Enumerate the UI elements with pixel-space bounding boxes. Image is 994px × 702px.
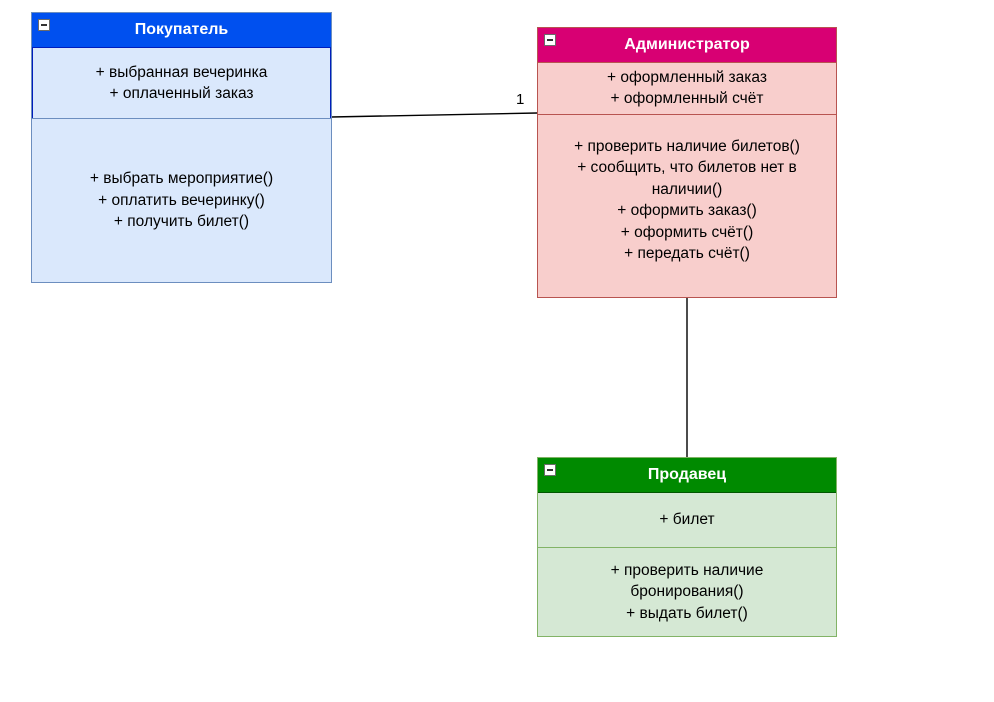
attribute: + билет xyxy=(659,511,715,529)
method: бронирования() xyxy=(630,583,744,601)
class-admin-name: Администратор xyxy=(624,36,750,53)
collapse-icon[interactable] xyxy=(544,34,556,46)
class-buyer-methods: + выбрать мероприятие() + оплатить вечер… xyxy=(32,119,331,282)
class-seller-header[interactable]: Продавец xyxy=(538,458,836,493)
method: + выдать билет() xyxy=(626,604,748,622)
class-admin-attributes: + оформленный заказ + оформленный счёт xyxy=(538,63,836,113)
class-seller-methods: + проверить наличие бронирования() + выд… xyxy=(538,548,836,636)
attribute: + выбранная вечеринка xyxy=(95,63,268,81)
class-seller[interactable]: Продавец + билет + проверить наличие бро… xyxy=(537,457,837,637)
method: + передать счёт() xyxy=(624,245,750,262)
method: + проверить наличие xyxy=(610,561,764,579)
class-buyer[interactable]: Покупатель + выбранная вечеринка + оплач… xyxy=(31,12,332,283)
method: + сообщить, что билетов нет в xyxy=(577,159,797,176)
class-seller-name: Продавец xyxy=(647,466,727,483)
attribute: + оплаченный заказ xyxy=(109,85,254,102)
method: + оформить счёт() xyxy=(620,223,754,241)
collapse-icon[interactable] xyxy=(544,464,556,476)
class-buyer-name: Покупатель xyxy=(134,21,229,38)
class-buyer-separator xyxy=(32,118,331,119)
method: + оплатить вечеринку() xyxy=(98,191,265,209)
collapse-icon[interactable] xyxy=(38,19,50,31)
class-admin[interactable]: Администратор + оформленный заказ + офор… xyxy=(537,27,837,298)
attribute: + оформленный заказ xyxy=(607,68,767,86)
class-admin-header[interactable]: Администратор xyxy=(538,28,836,63)
method: + получить билет() xyxy=(113,213,250,231)
method: + проверить наличие билетов() xyxy=(574,137,800,155)
association-buyer-admin xyxy=(330,112,538,118)
class-seller-attributes: + билет xyxy=(538,493,836,547)
class-buyer-header[interactable]: Покупатель xyxy=(32,13,331,48)
class-seller-separator xyxy=(538,547,836,548)
class-admin-separator xyxy=(538,114,836,115)
method: + оформить заказ() xyxy=(617,202,757,219)
attribute: + оформленный счёт xyxy=(610,90,764,107)
method: + выбрать мероприятие() xyxy=(89,170,274,188)
class-admin-methods: + проверить наличие билетов() + сообщить… xyxy=(538,115,836,285)
class-buyer-attributes: + выбранная вечеринка + оплаченный заказ xyxy=(32,48,331,118)
method: наличии() xyxy=(651,180,723,198)
multiplicity-label: 1 xyxy=(516,91,525,108)
